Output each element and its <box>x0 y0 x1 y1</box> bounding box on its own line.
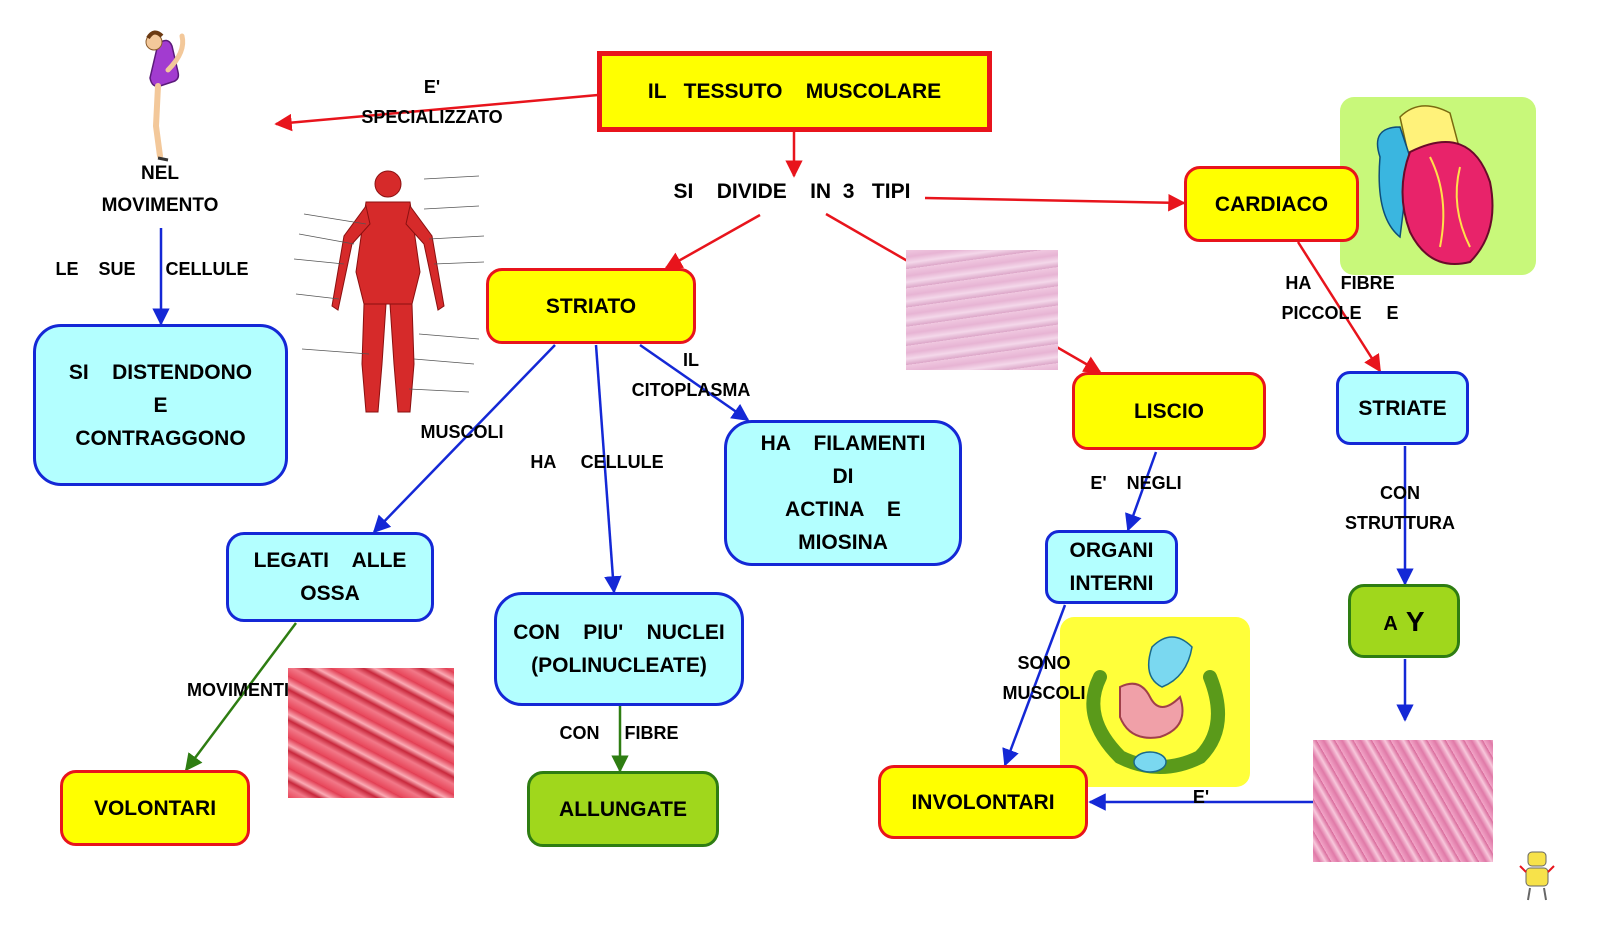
label-sono-muscoli: SONO MUSCOLI <box>1002 653 1086 703</box>
label-cellule: LE SUE CELLULE <box>55 259 249 279</box>
link-liscio-organi <box>1125 451 1158 532</box>
link-striato-legati <box>372 344 556 534</box>
striate-text: STRIATE <box>1358 396 1447 420</box>
filamenti-text: HA FILAMENTI DI ACTINA E MIOSINA <box>760 432 926 554</box>
volontari-text: VOLONTARI <box>93 796 217 820</box>
intestine-icon <box>1060 617 1250 787</box>
organi-text: ORGANI INTERNI <box>1069 539 1154 595</box>
heart-icon <box>1340 97 1536 275</box>
piu-nuclei-text: CON PIU' NUCLEI (POLINUCLEATE) <box>513 621 725 677</box>
volontari-node[interactable]: VOLONTARI <box>60 770 250 846</box>
involontari-text: INVOLONTARI <box>911 790 1055 814</box>
label-divide: SI DIVIDE IN 3 TIPI <box>673 180 911 203</box>
involontari-node[interactable]: INVOLONTARI <box>878 765 1088 839</box>
link-organi-involontari <box>1002 604 1067 767</box>
title-text: IL TESSUTO MUSCOLARE <box>647 80 942 103</box>
title-node[interactable]: IL TESSUTO MUSCOLARE <box>597 51 992 132</box>
striato-node[interactable]: STRIATO <box>486 268 696 344</box>
link-title-movimento <box>274 93 599 132</box>
label-fibre-piccole: HA FIBRE PICCOLE E <box>1281 273 1399 323</box>
label-specializzato: E' SPECIALIZZATO <box>361 77 503 127</box>
link-divide-cardiaco <box>924 193 1186 212</box>
cardiaco-node[interactable]: CARDIACO <box>1184 166 1359 242</box>
link-striato-nuclei <box>594 344 622 594</box>
liscio-text: LISCIO <box>1133 399 1204 423</box>
gymnast-icon <box>145 30 186 162</box>
mascot-icon <box>1519 851 1555 901</box>
legati-node[interactable]: LEGATI ALLE OSSA <box>226 532 434 622</box>
label-con-fibre: CON FIBRE <box>559 723 679 743</box>
striato-text: STRIATO <box>545 294 637 318</box>
piu-nuclei-node[interactable]: CON PIU' NUCLEI (POLINUCLEATE) <box>494 592 744 706</box>
cardiaco-text: CARDIACO <box>1214 192 1329 216</box>
allungate-text: ALLUNGATE <box>559 797 687 821</box>
striated-tissue-photo <box>288 668 454 798</box>
label-e-arrow: E' <box>1192 787 1210 807</box>
movimento-label: NEL MOVIMENTO <box>101 163 219 216</box>
link-striato-filamenti <box>639 343 750 422</box>
cardiac-tissue-photo <box>1313 740 1493 862</box>
link-cardiaco-striate <box>1296 241 1382 373</box>
legati-text: LEGATI ALLE OSSA <box>253 549 407 605</box>
label-negli: E' NEGLI <box>1090 473 1182 493</box>
link-legati-volontari <box>184 622 298 772</box>
si-distendono-node[interactable]: SI DISTENDONO E CONTRAGGONO <box>33 324 288 486</box>
label-muscoli: MUSCOLI <box>420 422 504 442</box>
ay-node[interactable]: A Y <box>1348 584 1460 658</box>
filamenti-node[interactable]: HA FILAMENTI DI ACTINA E MIOSINA <box>724 420 962 566</box>
smooth-tissue-photo <box>906 250 1058 370</box>
label-ha-cellule: HA CELLULE <box>530 452 664 472</box>
label-movimenti: MOVIMENTI <box>187 680 289 700</box>
si-distendono-text: SI DISTENDONO E CONTRAGGONO <box>68 360 253 450</box>
label-citoplasma: IL CITOPLASMA <box>631 350 751 400</box>
ay-y-text: Y <box>1405 605 1425 637</box>
striate-node[interactable]: STRIATE <box>1336 371 1469 445</box>
link-divide-striato <box>664 213 761 270</box>
allungate-node[interactable]: ALLUNGATE <box>527 771 719 847</box>
label-con-struttura: CON STRUTTURA <box>1345 483 1455 533</box>
ay-a-text: A <box>1383 612 1398 635</box>
muscle-anatomy-icon <box>284 164 494 426</box>
organi-node[interactable]: ORGANI INTERNI <box>1045 530 1178 604</box>
liscio-node[interactable]: LISCIO <box>1072 372 1266 450</box>
